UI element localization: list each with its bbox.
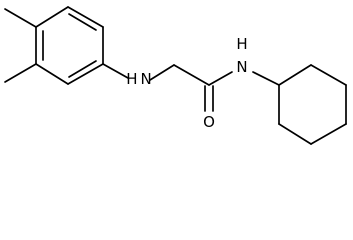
amide-cyclohexyl-bond <box>252 71 280 86</box>
amide-nitrogen-h-label: H <box>236 35 247 53</box>
methyl-bond-3 <box>4 63 37 83</box>
amine-nitrogen-label: H N <box>126 70 152 88</box>
carbonyl-oxygen-label: O <box>203 113 215 131</box>
ring-double-bond-inner-1 <box>68 13 97 31</box>
benzene-ring <box>35 6 104 85</box>
cyclohexane-bond-2 <box>310 64 347 86</box>
ring-double-bond-inner-2 <box>68 60 97 78</box>
methyl-bond-4 <box>4 8 37 28</box>
ring-bond-4 <box>35 63 69 85</box>
aryl-amine-bond <box>102 63 129 79</box>
ring-bond-3 <box>67 63 104 85</box>
methylene-carbonyl-bond <box>173 64 210 86</box>
cyclohexane-ring <box>278 64 347 145</box>
cyclohexane-bond-5 <box>278 123 312 145</box>
ring-bond-6 <box>35 6 69 28</box>
cyclohexane-bond-1 <box>278 64 312 86</box>
carbonyl-amide-bond <box>208 71 233 86</box>
amine-methylene-bond <box>149 64 175 81</box>
ring-bond-1 <box>67 6 104 28</box>
amide-nitrogen-label: N <box>236 58 247 76</box>
cyclohexane-bond-4 <box>310 123 347 145</box>
chemical-structure-diagram: H N H N O <box>4 6 347 145</box>
